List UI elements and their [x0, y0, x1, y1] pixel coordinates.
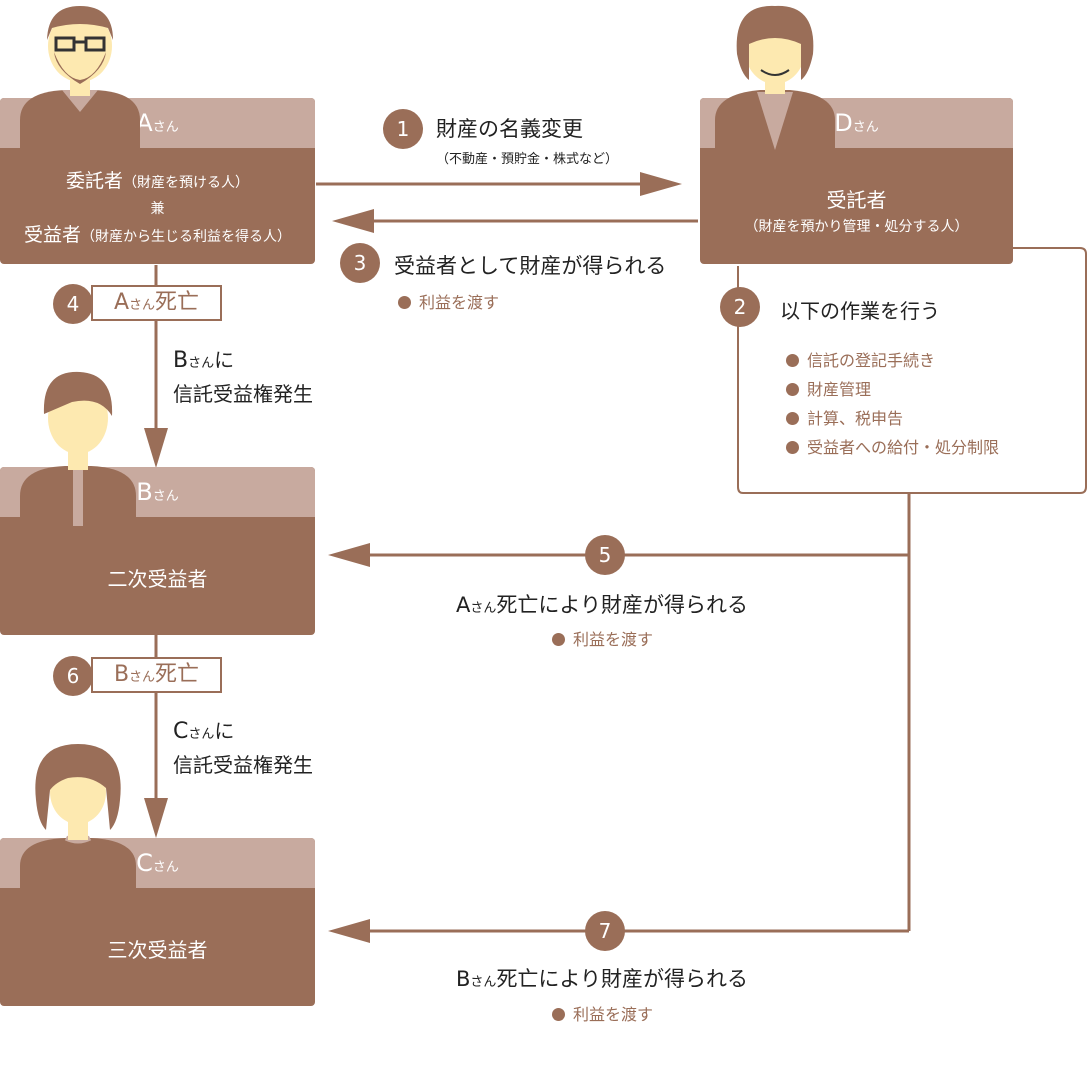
step1-title: 財産の名義変更: [436, 117, 583, 141]
step4-badge: 4: [53, 284, 93, 324]
bullet-dot: [552, 633, 565, 646]
arrowhead-a-to-d: [640, 172, 682, 196]
step6-death-tag: Bさん死亡: [91, 657, 222, 693]
step4-death-tag: Aさん死亡: [91, 285, 222, 321]
person-a-joiner: 兼: [150, 201, 165, 217]
person-a-avatar: [20, 6, 140, 150]
arrowhead-a-to-b: [144, 428, 168, 468]
step3-badge: 3: [340, 243, 380, 283]
step5-badge: 5: [585, 535, 625, 575]
arrowhead-b-to-c: [144, 798, 168, 838]
step6-text: 信託受益権発生: [173, 753, 313, 777]
step6-badge: 6: [53, 656, 93, 696]
step2-item: 財産管理: [786, 375, 999, 404]
step2-item: 信託の登記手続き: [786, 346, 999, 375]
step4-text: 信託受益権発生: [173, 382, 313, 406]
person-c-role: 三次受益者: [107, 938, 208, 962]
step2-title: 以下の作業を行う: [780, 299, 940, 323]
step1-badge: 1: [383, 109, 423, 149]
step7-bullet: 利益を渡す: [552, 1001, 653, 1025]
arrowhead-d-to-a: [332, 209, 374, 233]
step5-bullet: 利益を渡す: [552, 626, 653, 650]
person-c-name: Cさん: [136, 849, 179, 877]
step3-bullet: 利益を渡す: [398, 289, 499, 313]
arrowhead-to-b: [328, 543, 370, 567]
person-b-name: Bさん: [136, 478, 179, 506]
step2-frame: [737, 247, 1087, 494]
step2-list: 信託の登記手続き 財産管理 計算、税申告 受益者への給付・処分制限: [786, 346, 999, 462]
person-d-role: 受託者: [826, 188, 887, 212]
person-a-role2: 受益者（財産から生じる利益を得る人）: [23, 224, 291, 246]
step2-item: 受益者への給付・処分制限: [786, 433, 999, 462]
person-d-name: Dさん: [834, 109, 879, 137]
step6-recipient: Cさんに: [173, 719, 235, 744]
arrowhead-to-c: [328, 919, 370, 943]
person-d-role-note: （財産を預かり管理・処分する人）: [744, 219, 969, 235]
step7-title: Bさん死亡により財産が得られる: [456, 967, 749, 991]
person-b-avatar: [20, 371, 136, 526]
person-c-avatar: [20, 744, 136, 888]
step4-recipient: Bさんに: [173, 348, 235, 373]
step3-title: 受益者として財産が得られる: [394, 254, 667, 278]
step7-badge: 7: [585, 911, 625, 951]
step2-badge: 2: [720, 287, 760, 327]
person-a-role1: 委託者（財産を預ける人）: [65, 170, 249, 192]
step2-item: 計算、税申告: [786, 404, 999, 433]
person-d-avatar: [715, 5, 835, 150]
person-a-name: Aさん: [136, 109, 179, 137]
bullet-dot: [398, 296, 411, 309]
bullet-dot: [552, 1008, 565, 1021]
step1-note: （不動産・預貯金・株式など）: [436, 152, 619, 167]
person-b-role: 二次受益者: [107, 567, 208, 591]
step5-title: Aさん死亡により財産が得られる: [456, 593, 748, 617]
